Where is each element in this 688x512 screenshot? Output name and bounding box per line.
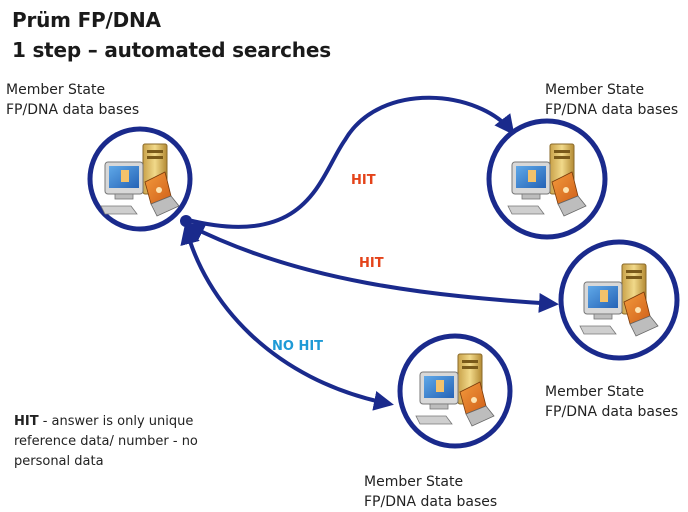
hit-explanation-note: HIT - answer is only unique reference da… [14, 412, 244, 472]
bottom-label-line1: Member State [364, 474, 464, 490]
top-right-label-line2: FP/DNA data bases [545, 102, 679, 118]
diagram-title: Prüm FP/DNA [12, 8, 161, 32]
member-state-top-right-label: Member State FP/DNA data bases [545, 80, 678, 120]
bottom-label-line2: FP/DNA data bases [364, 494, 498, 510]
origin-label-line2: FP/DNA data bases [6, 102, 140, 118]
note-bold-term: HIT [14, 414, 39, 429]
member-state-right-label: Member State FP/DNA data bases [545, 382, 678, 422]
member-state-bottom-label: Member State FP/DNA data bases [364, 472, 497, 512]
no-hit-label: NO HIT [272, 339, 324, 354]
right-label-line1: Member State [545, 384, 645, 400]
top-right-label-line1: Member State [545, 82, 645, 98]
hit-label-right: HIT [359, 256, 384, 271]
origin-label-line1: Member State [6, 82, 106, 98]
hit-label-top: HIT [351, 173, 376, 188]
diagram-subtitle: 1 step – automated searches [12, 38, 331, 62]
origin-junction-dot [180, 215, 192, 227]
right-label-line2: FP/DNA data bases [545, 404, 679, 420]
member-state-origin-label: Member State FP/DNA data bases [6, 80, 139, 120]
hit-arrow-top-right [187, 95, 515, 229]
note-text: - answer is only unique reference data/ … [14, 414, 198, 469]
no-hit-arrow-bottom [180, 224, 394, 411]
